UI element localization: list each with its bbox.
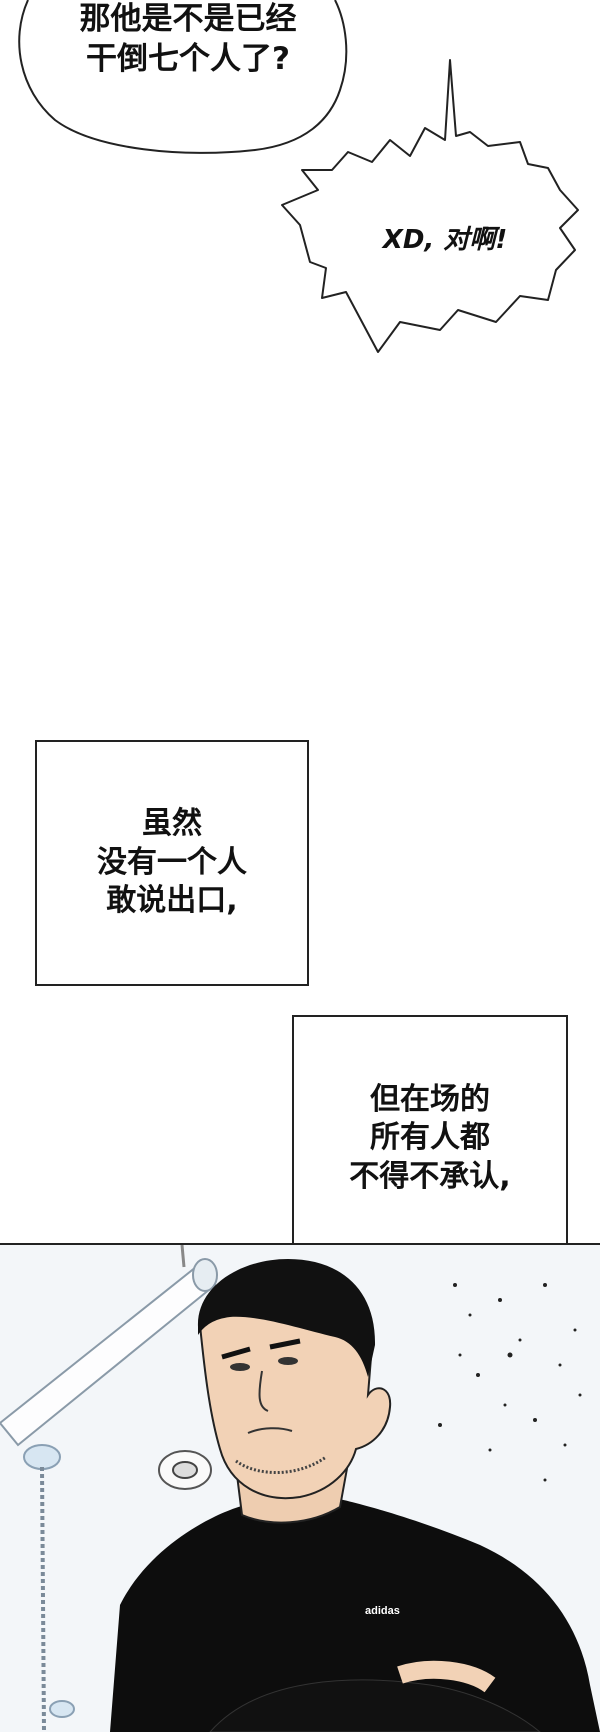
speech-line-2: 干倒七个人了? (86, 40, 290, 77)
caption-box-2: 但在场的 所有人都 不得不承认, (292, 1015, 568, 1262)
character-illustration (0, 1245, 600, 1732)
illustration-panel: adidas (0, 1243, 600, 1732)
hanging-chain (23, 1444, 75, 1732)
speech-bubble-text: 那他是不是已经 干倒七个人了? (48, 0, 328, 79)
ceiling-light-fixture (0, 1245, 218, 1447)
caption-box-1: 虽然 没有一个人 敢说出口, (35, 740, 309, 986)
speech-line-1: 那他是不是已经 (79, 1, 297, 37)
caption-text-1: 虽然 没有一个人 敢说出口, (97, 806, 247, 919)
speech-bubble (18, 0, 579, 353)
shirt-logo: adidas (365, 1605, 400, 1617)
hair (197, 1259, 376, 1377)
smoke-detector (158, 1450, 212, 1490)
speckle-dots (438, 1283, 582, 1482)
crossed-arm (209, 1679, 541, 1732)
shout-bubble-text: XD, 对啊! (382, 225, 508, 255)
caption-text-2: 但在场的 所有人都 不得不承认, (349, 1081, 511, 1194)
